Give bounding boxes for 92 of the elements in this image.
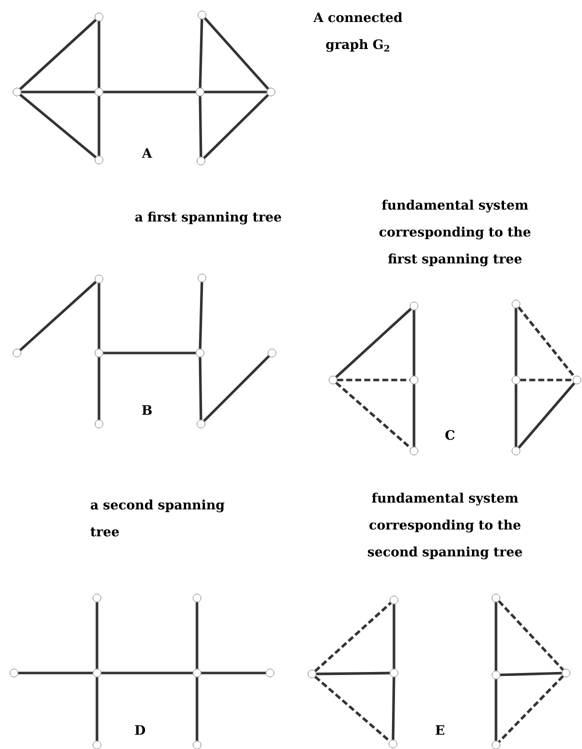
panel-letter: A [142, 148, 152, 158]
vertex-circle [196, 348, 204, 358]
graph-edge [198, 282, 204, 349]
panel-caption: a first spanning tree [135, 212, 282, 224]
vertex-circle [410, 446, 418, 456]
panel-caption: fundamental system corresponding to the first spanning tree [379, 200, 530, 266]
graph-edge [335, 308, 412, 378]
graph-edge [498, 675, 564, 743]
vertex-circle [92, 668, 102, 678]
panel-caption: fundamental system corresponding to the second spanning tree [368, 492, 522, 560]
panel-letter: C [445, 430, 454, 440]
graph-edge [337, 378, 410, 382]
vertex-circle [328, 376, 338, 384]
vertex-circle [390, 596, 398, 604]
vertex-circle [92, 594, 102, 602]
graph-edge [204, 17, 270, 90]
vertex-circle [196, 156, 206, 166]
vertex-circle [572, 376, 582, 384]
vertex-circle [196, 420, 206, 428]
vertex-circle [12, 348, 22, 358]
graph-edge [98, 96, 100, 156]
graph-edge [412, 310, 416, 376]
graph-edge [518, 306, 576, 378]
vertex-circle [198, 274, 206, 282]
graph-edge [101, 672, 193, 674]
graph-edge [335, 382, 412, 450]
vertex-circle [562, 668, 570, 678]
vertex-circle [94, 156, 104, 164]
graph-edge [98, 283, 100, 349]
vertex-circle [196, 88, 204, 96]
graph-edge [98, 21, 100, 88]
graph-edge [18, 672, 93, 674]
graph-edge [103, 90, 196, 94]
vertex-circle [94, 274, 104, 284]
vertex-circle [10, 668, 18, 678]
vertex-circle [94, 88, 104, 96]
graph-edge [198, 19, 204, 88]
graph-caption: A connected graph G$_{2}$ [313, 12, 402, 52]
graph-edge [518, 382, 576, 449]
graph-edge [514, 308, 518, 376]
graph-edge [21, 90, 95, 94]
vertex-circle [12, 88, 22, 96]
graph-edge [19, 94, 97, 158]
vertex-circle [512, 446, 520, 456]
vertex-circle [94, 348, 104, 358]
vertex-circle [410, 302, 418, 310]
graph-edge [201, 672, 266, 674]
vertex-circle [390, 668, 398, 678]
graph-edge [203, 355, 270, 422]
vertex-circle [492, 594, 500, 602]
vertex-circle [512, 300, 520, 308]
vertex-circle [268, 348, 276, 358]
vertex-circle [410, 376, 418, 384]
vertex-circle [492, 670, 500, 680]
graph-edge [103, 352, 196, 354]
graph-edge [196, 677, 198, 741]
graph-edge [19, 18, 97, 90]
graph-edge [19, 280, 97, 352]
graph-edge [314, 676, 391, 742]
vertex-circle [266, 668, 274, 678]
graph-edge [316, 672, 390, 676]
panel-letter: E [436, 725, 444, 735]
graph-edge [412, 384, 416, 447]
vertex-circle [308, 670, 316, 678]
graph-edge [314, 602, 392, 672]
vertex-circle [192, 668, 202, 678]
graph-edge [514, 384, 518, 447]
graph-edge [494, 602, 498, 671]
vertex-circle [192, 594, 202, 602]
graph-edge [204, 90, 267, 94]
graph-edge [203, 94, 269, 159]
graph-edge [520, 378, 573, 382]
vertex-circle [266, 88, 276, 96]
graph-edge [196, 602, 198, 669]
graph-edge [198, 357, 202, 420]
vertex-circle [512, 376, 520, 384]
graph-edge [96, 602, 98, 669]
vertex-circle [94, 420, 104, 428]
vertex-circle [94, 12, 104, 22]
graph-edge [500, 672, 562, 676]
panel-letter: B [142, 405, 152, 415]
panel-letter: D [135, 725, 146, 735]
graph-edge [198, 96, 202, 157]
panel-caption: a second spanning tree [90, 500, 224, 536]
graph-edge [392, 677, 396, 740]
graph-edge [96, 677, 98, 741]
vertex-circle [388, 740, 398, 748]
graph-edge [98, 357, 100, 420]
graph-edge [498, 600, 564, 671]
graph-edge [494, 679, 498, 741]
graph-edge [392, 604, 396, 669]
vertex-circle [198, 10, 206, 20]
